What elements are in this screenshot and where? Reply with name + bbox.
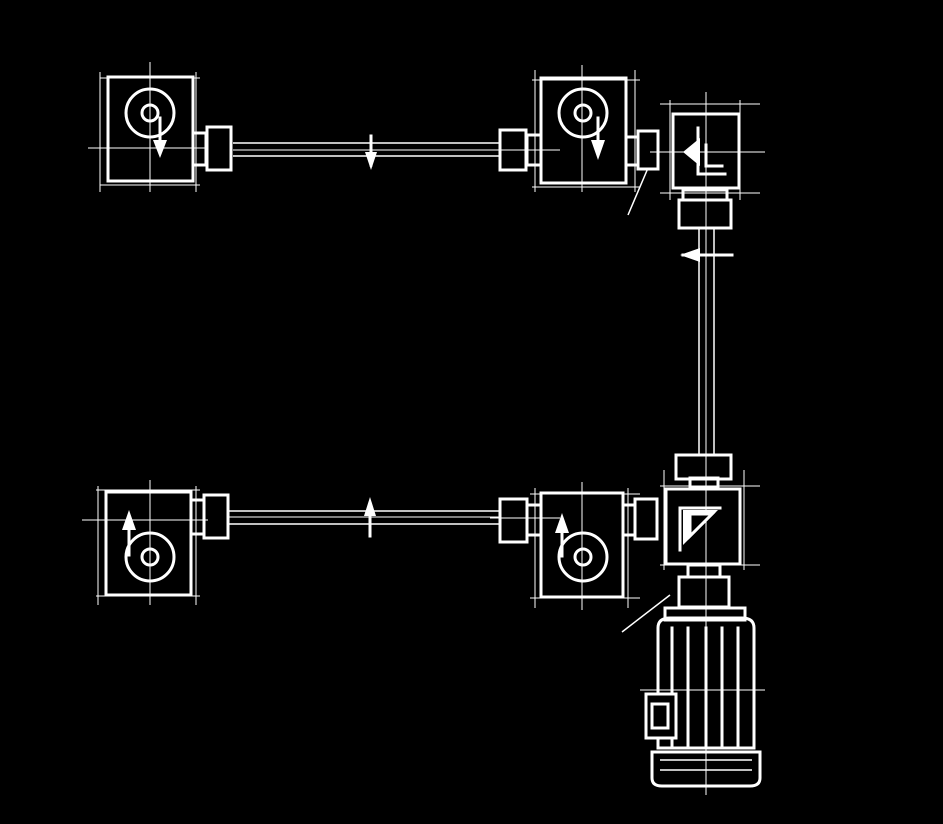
top-shaft-arrow-down-icon	[365, 134, 377, 170]
leader-line	[621, 594, 671, 633]
screw-jack-bottom-middle	[490, 482, 659, 610]
screw-jack-bottom-left	[82, 480, 230, 605]
jack-arrow-up-icon	[555, 513, 569, 533]
jack-arrow-up-icon	[122, 510, 136, 530]
bevel-gearbox-bottom-right	[621, 453, 760, 633]
jack-arrow-down-icon	[591, 140, 605, 160]
leader-line	[627, 167, 649, 216]
screw-jack-top-left	[88, 62, 233, 192]
bottom-horizontal-shaft	[227, 510, 500, 525]
screw-jack-top-middle	[490, 65, 660, 192]
jack-arrow-down-icon	[153, 140, 167, 158]
electric-motor	[640, 600, 765, 795]
bottom-shaft-arrow-up-icon	[364, 497, 376, 538]
vertical-shaft-arrow-left-icon	[680, 248, 734, 262]
vertical-shaft	[698, 228, 715, 455]
bevel-gearbox-top-right	[627, 92, 765, 230]
